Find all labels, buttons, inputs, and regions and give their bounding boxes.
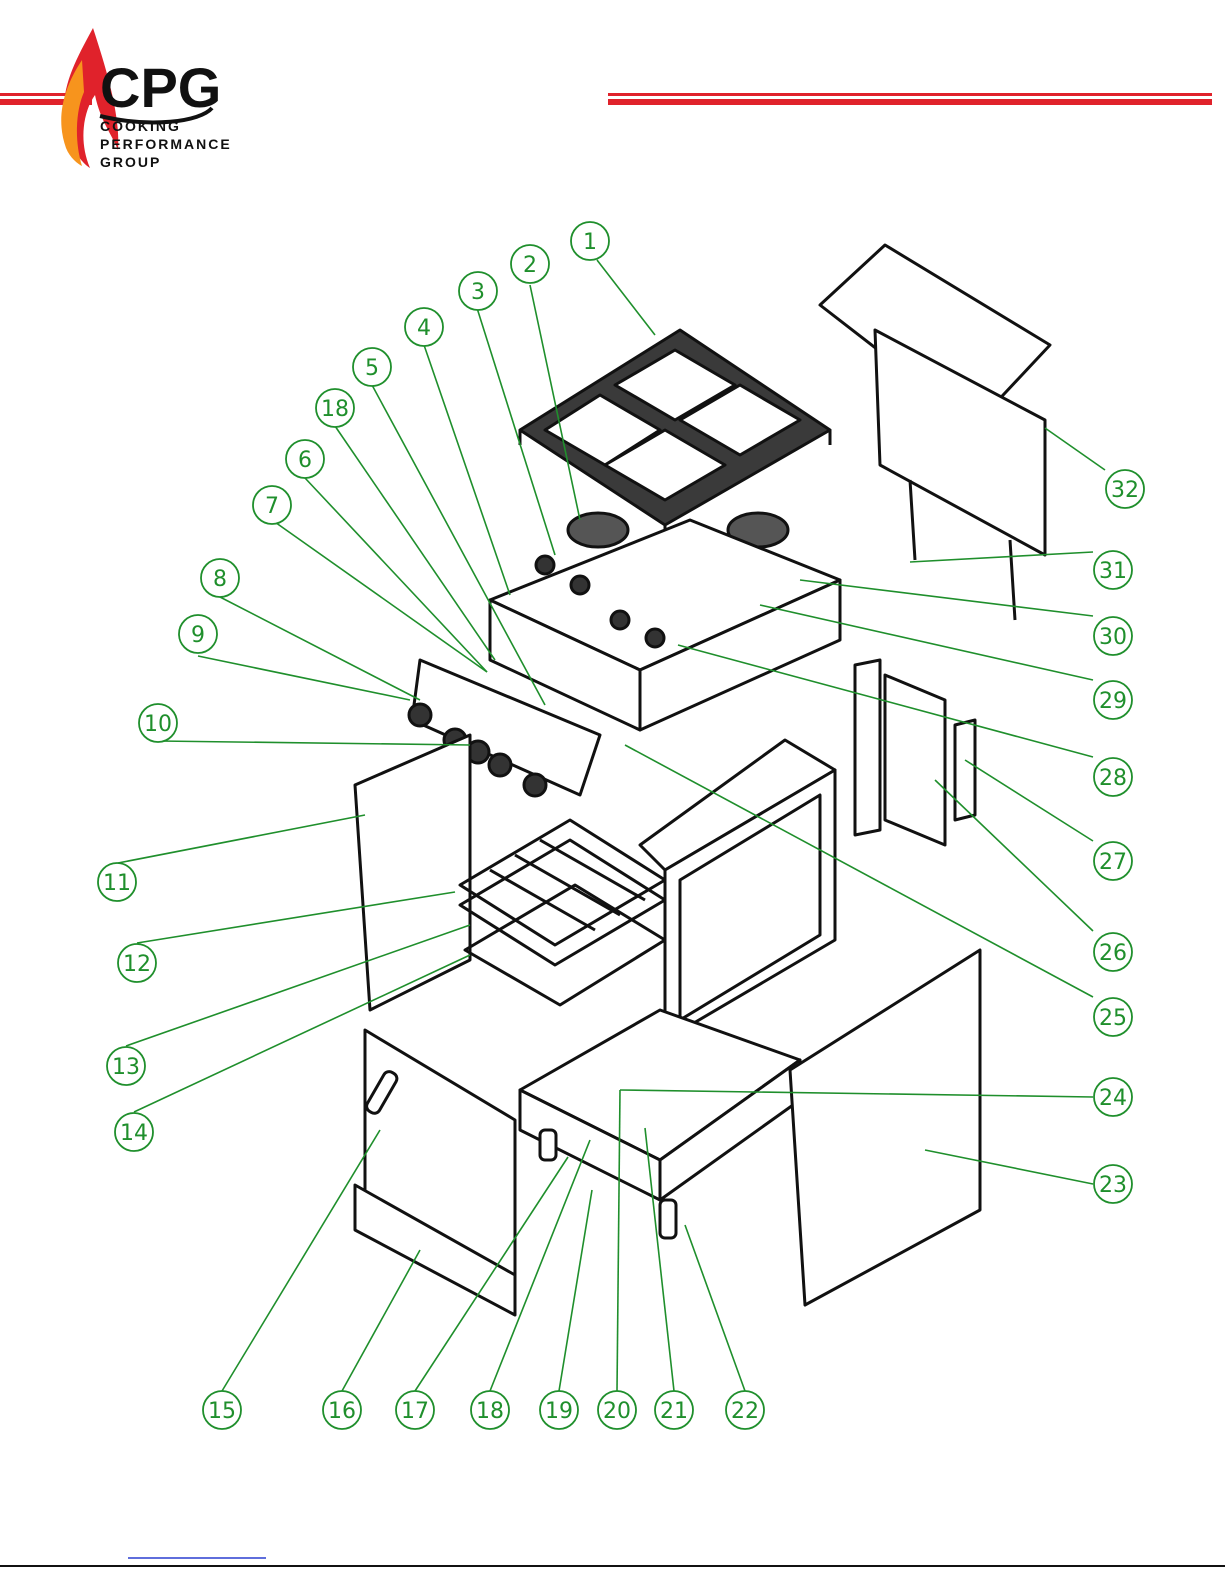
callout-number: 10	[144, 712, 172, 737]
callout-number: 31	[1099, 559, 1127, 584]
callout-number: 3	[471, 280, 485, 305]
callout-11: 11	[98, 863, 136, 901]
left-side-panel	[355, 735, 470, 1010]
callout-9: 9	[179, 615, 217, 653]
callout-18: 18	[471, 1391, 509, 1429]
callout-number: 32	[1111, 478, 1139, 503]
callout-28: 28	[1094, 758, 1132, 796]
callout-number: 29	[1099, 689, 1127, 714]
callout-number: 7	[265, 494, 279, 519]
callout-21: 21	[655, 1391, 693, 1429]
callout-number: 4	[417, 316, 431, 341]
callout-number: 9	[191, 623, 205, 648]
base-frame	[520, 1010, 800, 1238]
callout-number: 8	[213, 567, 227, 592]
callout-number: 30	[1099, 625, 1127, 650]
callout-number: 18	[476, 1399, 504, 1424]
callout-number: 5	[365, 356, 379, 381]
callout-8: 8	[201, 559, 239, 597]
callout-32: 32	[1106, 470, 1144, 508]
callout-1: 1	[571, 222, 609, 260]
callout-number: 13	[112, 1055, 140, 1080]
callout-20: 20	[598, 1391, 636, 1429]
callout-6: 6	[286, 440, 324, 478]
callout-number: 16	[328, 1399, 356, 1424]
logo-mark: CPG	[100, 56, 221, 119]
callout-14: 14	[115, 1113, 153, 1151]
callout-30: 30	[1094, 617, 1132, 655]
logo-line-1: COOKING	[100, 118, 181, 134]
cpg-logo: CPG COOKING PERFORMANCE GROUP	[61, 28, 231, 170]
callout-15: 15	[203, 1391, 241, 1429]
footer-bar	[0, 1558, 1225, 1566]
right-side-parts	[855, 660, 975, 845]
callout-10: 10	[139, 704, 177, 742]
callout-number: 23	[1099, 1173, 1127, 1198]
callout-7: 7	[253, 486, 291, 524]
callout-number: 14	[120, 1121, 148, 1146]
callout-number: 15	[208, 1399, 236, 1424]
callout-number: 27	[1099, 850, 1127, 875]
callout-18: 18	[316, 389, 354, 427]
burner-grates	[520, 330, 830, 540]
logo-line-3: GROUP	[100, 154, 161, 170]
callout-16: 16	[323, 1391, 361, 1429]
oven-racks	[460, 820, 665, 1005]
callout-number: 20	[603, 1399, 631, 1424]
callout-number: 2	[523, 253, 537, 278]
callout-19: 19	[540, 1391, 578, 1429]
callout-3: 3	[459, 272, 497, 310]
callout-29: 29	[1094, 681, 1132, 719]
callout-number: 6	[298, 448, 312, 473]
callout-12: 12	[118, 944, 156, 982]
callout-4: 4	[405, 308, 443, 346]
callout-number: 22	[731, 1399, 759, 1424]
callout-number: 28	[1099, 766, 1127, 791]
backsplash-shelf	[820, 245, 1050, 620]
callout-25: 25	[1094, 998, 1132, 1036]
oven-door	[355, 1030, 515, 1315]
callout-31: 31	[1094, 551, 1132, 589]
oven-cavity	[640, 740, 835, 1040]
callout-number: 12	[123, 952, 151, 977]
callout-27: 27	[1094, 842, 1132, 880]
callout-number: 24	[1099, 1086, 1127, 1111]
callout-number: 1	[583, 230, 597, 255]
callout-number: 26	[1099, 941, 1127, 966]
callout-17: 17	[396, 1391, 434, 1429]
callout-number: 11	[103, 871, 131, 896]
callout-23: 23	[1094, 1165, 1132, 1203]
callout-number: 21	[660, 1399, 688, 1424]
callout-24: 24	[1094, 1078, 1132, 1116]
right-side-panel	[790, 950, 980, 1305]
logo-line-2: PERFORMANCE	[100, 136, 232, 152]
callout-13: 13	[107, 1047, 145, 1085]
callout-number: 19	[545, 1399, 573, 1424]
callout-22: 22	[726, 1391, 764, 1429]
callout-2: 2	[511, 245, 549, 283]
callout-5: 5	[353, 348, 391, 386]
callout-26: 26	[1094, 933, 1132, 971]
callout-number: 25	[1099, 1006, 1127, 1031]
callout-number: 18	[321, 397, 349, 422]
range-top-body	[490, 520, 840, 730]
callout-number: 17	[401, 1399, 429, 1424]
